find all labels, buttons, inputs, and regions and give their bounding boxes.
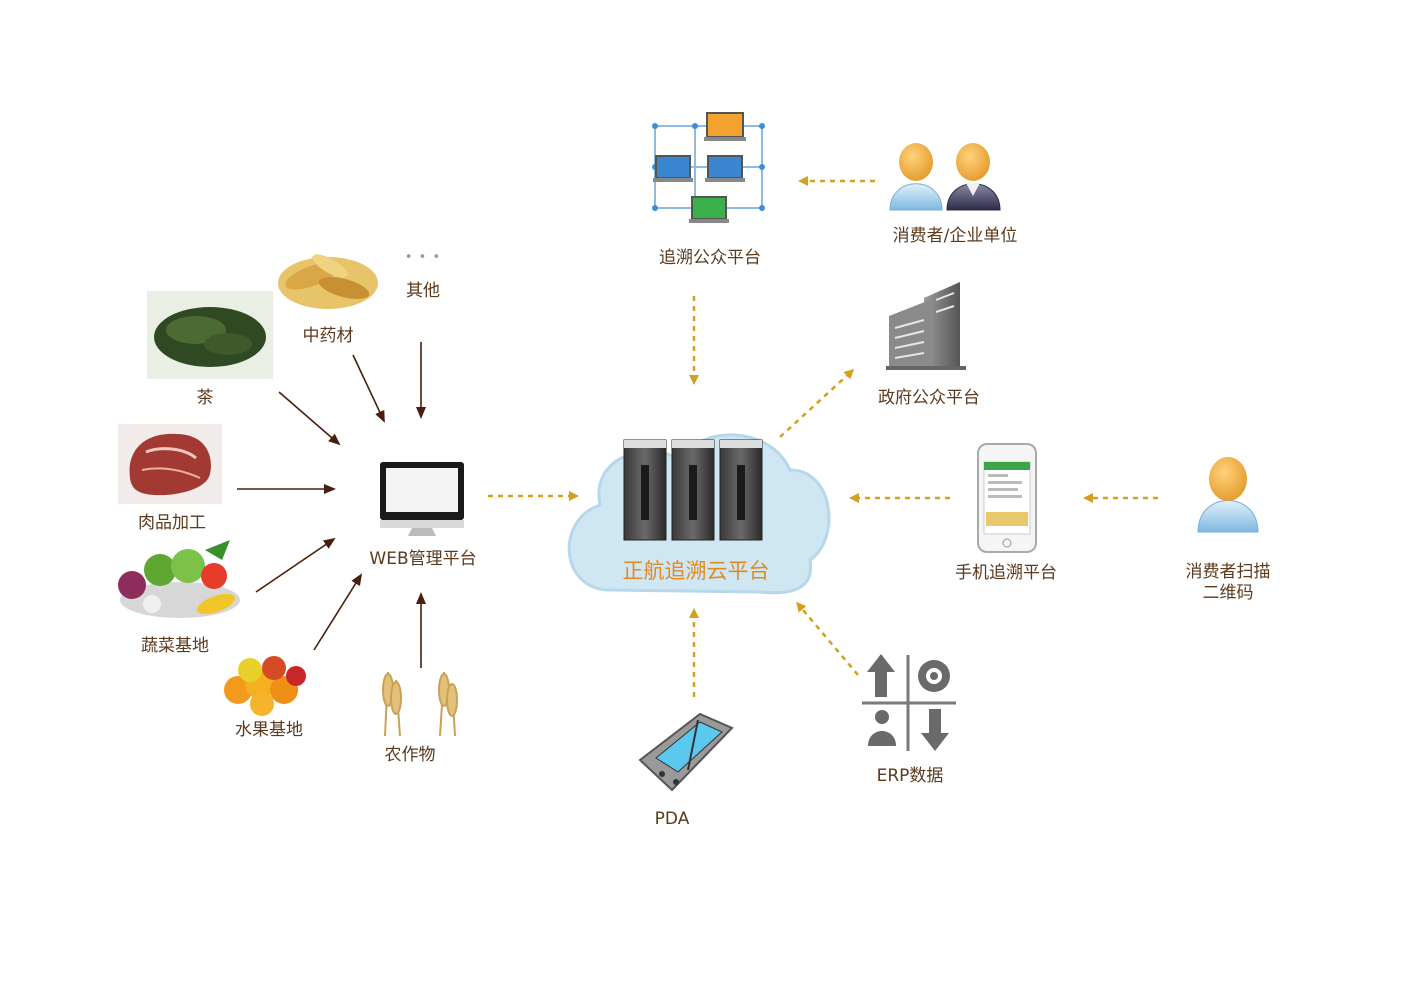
arrow-tea-to-web — [278, 391, 341, 446]
server-rack-icon — [623, 439, 763, 541]
arrow-veg-to-web — [255, 537, 336, 593]
arrow-cloud-to-gov — [779, 368, 855, 438]
tea-image — [147, 291, 273, 379]
erp-label: ERP数据 — [876, 766, 944, 786]
consumer-enterprise-label: 消费者/企业单位 — [892, 226, 1018, 246]
tea-label: 茶 — [196, 388, 214, 408]
monitor-icon — [380, 462, 464, 536]
meat-label: 肉品加工 — [138, 513, 206, 533]
mobile-platform-label: 手机追溯平台 — [955, 563, 1057, 583]
herb-label: 中药材 — [302, 326, 354, 346]
brown-arrows — [237, 342, 426, 668]
network-icon — [652, 112, 765, 223]
meat-image — [118, 424, 222, 504]
user-icon — [1197, 457, 1259, 533]
phone-icon — [977, 443, 1037, 553]
herb-image — [278, 254, 378, 309]
crop-label: 农作物 — [384, 745, 436, 765]
other-label: 其他 — [406, 281, 440, 301]
fruit-image — [224, 656, 306, 716]
pda-icon — [638, 712, 734, 792]
consumer-scan-label: 消费者扫描 二维码 — [1185, 562, 1271, 603]
web-platform-label: WEB管理平台 — [369, 549, 477, 569]
arrow-fruit-to-web — [313, 573, 363, 651]
vegetables-image — [118, 540, 240, 618]
pda-label: PDA — [654, 809, 690, 829]
erp-icon — [862, 654, 956, 751]
users-icon — [889, 143, 1001, 211]
gov-platform-label: 政府公众平台 — [878, 388, 980, 408]
fruit-label: 水果基地 — [235, 720, 303, 740]
building-icon — [886, 282, 966, 370]
crops-image — [382, 671, 458, 737]
veg-label: 蔬菜基地 — [141, 636, 209, 656]
gold-arrows — [488, 176, 1158, 697]
public-trace-label: 追溯公众平台 — [659, 248, 761, 268]
cloud-platform-label: 正航追溯云平台 — [622, 559, 770, 583]
other-ellipsis: • • • — [404, 250, 442, 265]
arrow-herb-to-web — [352, 354, 385, 423]
arrow-erp-to-cloud — [796, 601, 859, 676]
cloud-icon — [567, 433, 831, 595]
